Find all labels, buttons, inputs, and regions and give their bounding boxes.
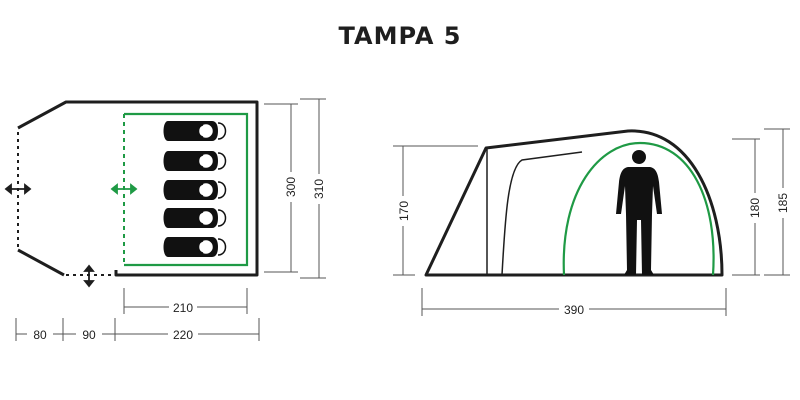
inner-height-label: 180 (748, 198, 762, 218)
product-title: TAMPA 5 (338, 22, 462, 50)
sleeping-bags (162, 120, 227, 258)
floor-plan: 300 310 210 80 90 220 (4, 98, 328, 342)
vestibule-a-label: 80 (33, 328, 47, 342)
sleeping-bag-icon (162, 120, 227, 142)
inner-width-label: 210 (173, 301, 193, 315)
bedroom-outline (124, 112, 249, 267)
total-length-label: 390 (564, 303, 584, 317)
inner-depth-label: 300 (284, 177, 298, 197)
sleeping-bag-icon (162, 236, 227, 258)
sleeping-bag-icon (162, 207, 227, 229)
outer-height-label: 185 (776, 193, 790, 213)
sleeping-bag-icon (162, 150, 227, 172)
front-height-label: 170 (397, 201, 411, 221)
bottom-door-arrow-icon (83, 264, 95, 288)
vestibule-lower-edge (17, 248, 65, 277)
door-curve (501, 151, 583, 276)
side-dimension-lines (393, 128, 790, 316)
floor-outline (17, 100, 259, 277)
tent-shell-outline (424, 129, 724, 277)
outer-depth-label: 310 (312, 179, 326, 199)
person-silhouette-icon (616, 150, 662, 275)
sleeping-bag-icon (162, 179, 227, 201)
bedroom-door-arrow-icon (110, 183, 138, 195)
bedroom-width-label: 220 (173, 328, 193, 342)
inner-tent-arch (562, 141, 715, 276)
vestibule-b-label: 90 (82, 328, 96, 342)
door-arrow-icon (4, 183, 32, 195)
side-view: 170 180 185 390 (393, 128, 791, 317)
